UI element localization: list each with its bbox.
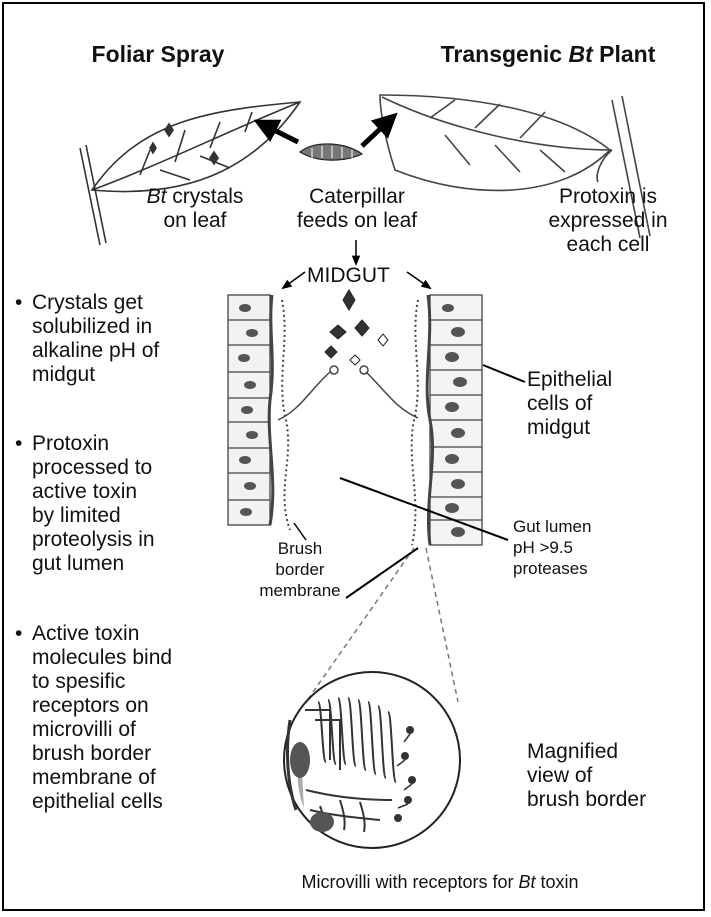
bt-crystals — [325, 290, 388, 365]
label-bt-crystals: Bt crystals on leaf — [110, 185, 280, 233]
leader-gut-lumen — [340, 478, 508, 540]
title-transgenic-plant: Transgenic Bt Plant — [398, 42, 698, 66]
label-protoxin: Protoxin is expressed in each cell — [528, 185, 688, 257]
title-foliar-spray: Foliar Spray — [58, 42, 258, 66]
leader-brush-border — [346, 548, 418, 598]
arrow-to-left-leaf — [258, 122, 298, 142]
epithelial-wall-left — [228, 295, 290, 530]
arrow-to-right-leaf — [362, 116, 394, 146]
magnified-circle — [284, 672, 460, 848]
magnify-line-right — [426, 548, 458, 702]
arrow-midgut-right — [407, 272, 430, 288]
toxin-paths — [278, 366, 418, 420]
label-midgut: MIDGUT — [307, 264, 390, 288]
leader-epithelial — [483, 365, 525, 382]
caterpillar-icon — [300, 144, 362, 160]
label-caterpillar: Caterpillar feeds on leaf — [272, 185, 442, 233]
caption-microvilli: Microvilli with receptors for Bt toxin — [190, 872, 690, 893]
arrow-midgut-left — [283, 272, 305, 288]
